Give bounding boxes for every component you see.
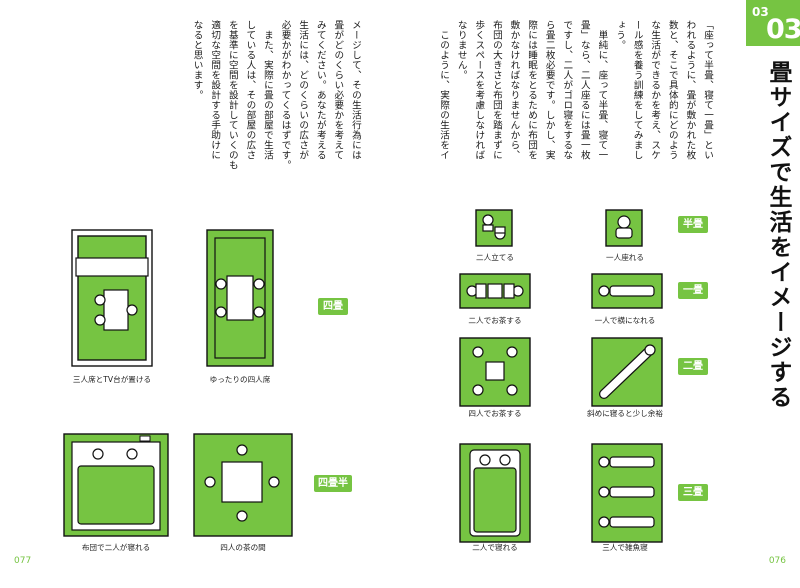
figure-two-standing [475, 209, 513, 247]
body-line: 適切な空間を設計する手助けに [209, 20, 221, 160]
section-number-small: 03 [752, 5, 769, 19]
body-line: われるように、畳が敷かれた枚 [684, 20, 696, 160]
body-line: ですし、二人がゴロ寝をするな [561, 20, 573, 160]
figure-three-sleep [591, 443, 663, 543]
figure-one-lie [591, 273, 663, 309]
page-title: 畳サイズで生活をイメージする [765, 60, 791, 410]
caption-three-tv: 三人席とTV台が置ける [72, 375, 152, 384]
figure-two-sleep [459, 443, 531, 543]
body-line: を基準に空間を設計していくのも [226, 20, 238, 170]
section-number-big: 03 [766, 14, 800, 45]
body-line: 際には睡眠をとるために布団を [526, 20, 538, 160]
figure-futon-two [63, 433, 169, 537]
figure-four-seat [206, 229, 274, 367]
caption-four-room: 四人の茶の間 [220, 543, 266, 552]
figure-two-tea [459, 273, 531, 309]
caption-three-sleep: 三人で雑魚寝 [602, 543, 648, 552]
body-line: みてください。あなたが考える [314, 20, 326, 160]
caption-futon-two: 布団で二人が寝れる [81, 543, 151, 552]
caption-diag: 斜めに寝ると少し余裕 [587, 409, 663, 418]
body-line: 数と、そこで具体的にどのよう [666, 20, 678, 160]
body-line: 畳がどのくらい必要かを考えて [332, 20, 344, 160]
body-line: メージして、その生活行為には [349, 20, 361, 160]
body-line: なりません。 [455, 20, 467, 80]
page-number-left: 077 [14, 556, 32, 566]
caption-four-tea: 四人でお茶する [468, 409, 522, 418]
body-line: 必要かがわかってくるはずです。 [279, 20, 291, 170]
label-han: 半畳 [678, 216, 708, 233]
body-line: 「座って半畳、寝て一畳」とい [702, 20, 713, 160]
section-badge: 03 03 [746, 0, 800, 46]
label-ichi: 一畳 [678, 282, 708, 299]
body-line: 歩くスペースを考慮しなければ [473, 20, 485, 160]
body-text-left: メージして、その生活行為には畳がどのくらい必要かを考えてみてください。あなたが考… [188, 20, 364, 210]
body-line: 生活には、どのくらいの広さが [297, 20, 309, 160]
figure-four-room [193, 433, 293, 537]
caption-two-tea: 二人でお茶する [468, 316, 522, 325]
caption-four-seat: ゆったりの四人席 [209, 375, 271, 384]
body-line: このように、実際の生活をイ [438, 20, 450, 160]
caption-one-lie: 一人で横になれる [594, 316, 656, 325]
body-line: な生活ができるかを考え、スケ [649, 20, 661, 160]
body-line: 敷かなければなりませんから、 [508, 20, 520, 160]
body-text-right: 「座って半畳、寝て一畳」といわれるように、畳が敷かれた枚数と、そこで具体的にどの… [435, 20, 717, 220]
body-line: また、実際に畳の部屋で生活 [261, 20, 273, 160]
label-san: 三畳 [678, 484, 708, 501]
label-yon: 四畳 [318, 298, 348, 315]
body-line: 布団の大きさと布団を踏まずに [490, 20, 502, 160]
caption-one-sit: 一人座れる [606, 253, 644, 262]
body-line: 単純に、座って半畳、寝て一 [596, 20, 608, 160]
figure-one-sit [605, 209, 643, 247]
body-line: している人は、その部屋の広さ [244, 20, 256, 160]
page-number-right: 076 [768, 556, 786, 566]
caption-two-sleep: 二人で寝れる [472, 543, 518, 552]
body-line: ール感を養う訓練をしてみまし [631, 20, 643, 160]
label-yonhan: 四畳半 [314, 475, 352, 492]
label-ni: 二畳 [678, 358, 708, 375]
figure-four-tea [459, 337, 531, 407]
body-line: ょう。 [614, 20, 626, 50]
body-line: 畳」なら、二人座るには畳一枚 [578, 20, 590, 160]
body-line: なると思います。 [191, 20, 203, 100]
body-line: ら畳二枚必要です。しかし、実 [543, 20, 555, 160]
caption-two-standing: 二人立てる [476, 253, 514, 262]
figure-diag-sleep [591, 337, 663, 407]
figure-three-tv [71, 229, 153, 367]
